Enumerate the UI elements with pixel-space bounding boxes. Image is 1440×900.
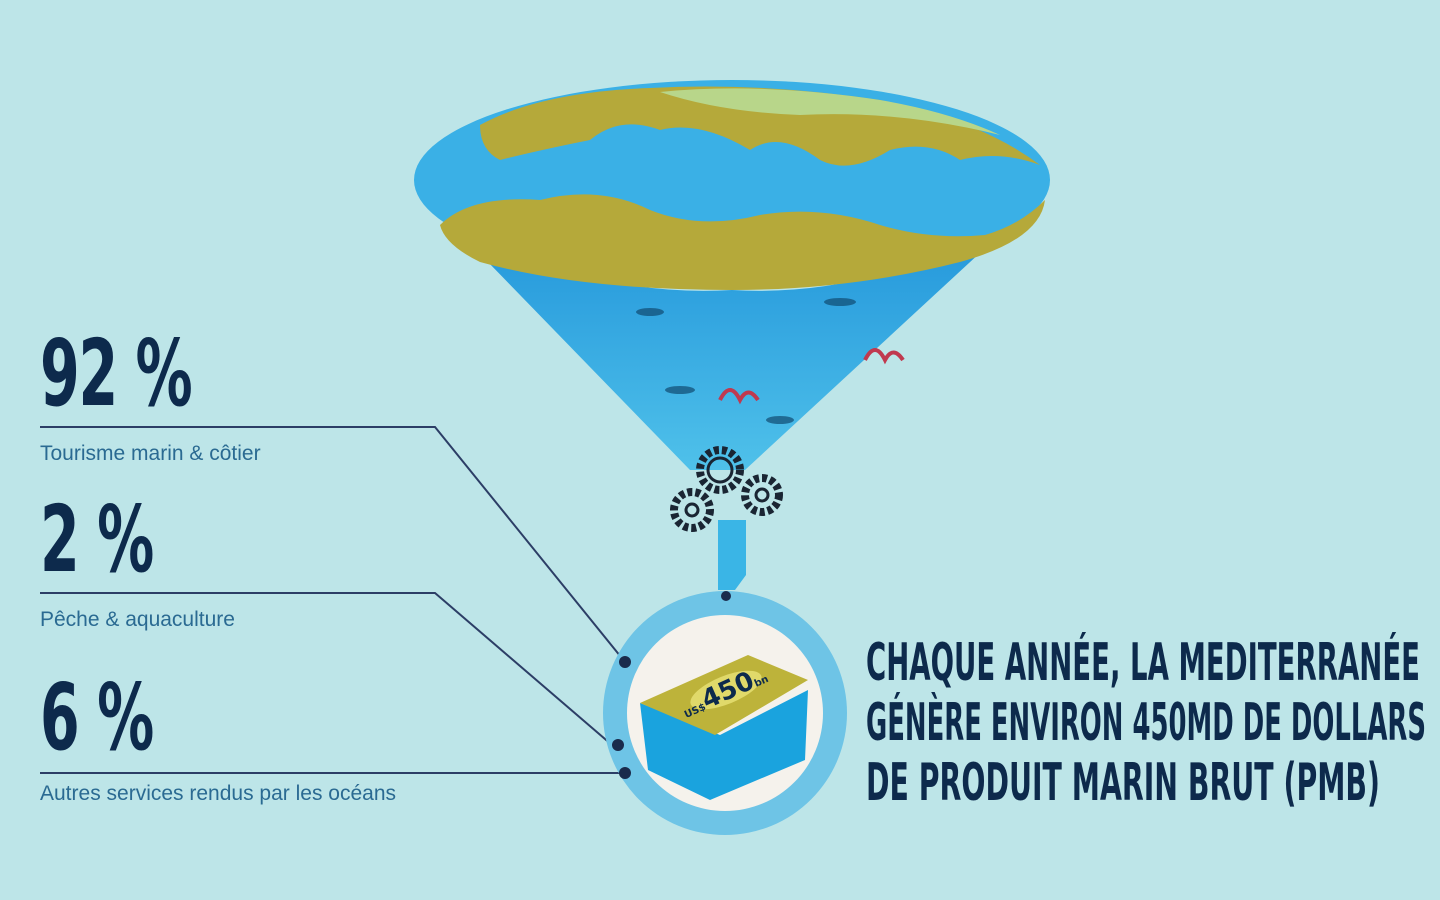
stat-value-tourism: 92 % — [40, 320, 193, 427]
stat-label-other: Autres services rendus par les océans — [40, 782, 397, 805]
spout — [718, 520, 746, 590]
connector-dot — [619, 767, 631, 779]
ocean-cone — [418, 190, 1048, 470]
coral — [718, 388, 760, 405]
stat-value-other: 6 % — [40, 664, 154, 771]
headline-line: GÉNÈRE ENVIRON 450MD DE DOLLARS — [866, 692, 1426, 753]
stat-value-fishing: 2 % — [40, 486, 154, 593]
connector-dot — [721, 591, 731, 601]
headline: CHAQUE ANNÉE, LA MEDITERRANÉE GÉNÈRE ENV… — [866, 632, 1426, 812]
sea-life — [636, 298, 856, 424]
headline-line: CHAQUE ANNÉE, LA MEDITERRANÉE — [866, 632, 1420, 693]
money-block-side — [640, 690, 808, 800]
coral — [863, 348, 905, 365]
headline-line: DE PRODUIT MARIN BRUT (PMB) — [866, 753, 1380, 812]
connector-dot — [612, 739, 624, 751]
land-north — [660, 88, 1000, 135]
land-africa — [440, 194, 1045, 290]
stat-label-tourism: Tourisme marin & côtier — [40, 442, 261, 465]
connector-dot — [619, 656, 631, 668]
connector-lines — [40, 426, 626, 774]
stat-label-fishing: Pêche & aquaculture — [40, 608, 235, 631]
badge-suffix: bn — [753, 674, 771, 690]
gears-icon — [670, 446, 783, 532]
